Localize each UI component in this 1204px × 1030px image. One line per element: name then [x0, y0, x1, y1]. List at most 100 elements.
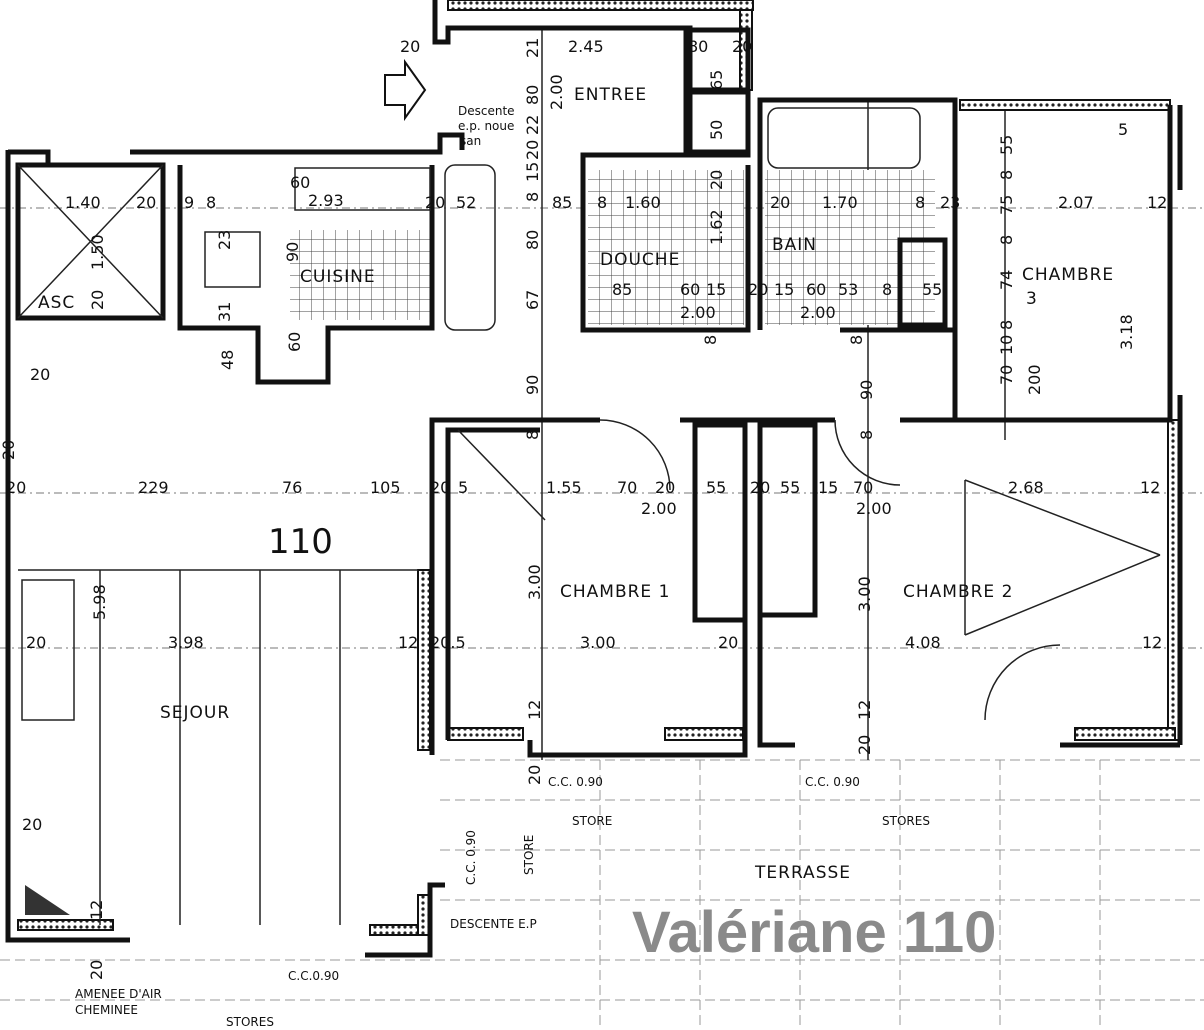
dimension-label: 15 [818, 478, 838, 497]
terrace-grid [0, 759, 1204, 1030]
dimension-label: 105 [370, 478, 401, 497]
dimension-label: 60 [806, 280, 826, 299]
dimension-label: 20 [88, 290, 107, 310]
dimension-label: 55 [922, 280, 942, 299]
note-store-1: STORE [572, 814, 612, 828]
dimension-label: 8 [997, 320, 1016, 330]
dimension-label: 5 [1118, 120, 1128, 139]
dimension-label: 22 [523, 115, 542, 135]
hatched-walls [17, 0, 1181, 936]
dimension-label: 5 [458, 478, 468, 497]
dimension-label: 20 [750, 478, 770, 497]
dimension-label: 52 [456, 193, 476, 212]
dimension-label: 60 [290, 173, 310, 192]
dimension-label: 1.62 [707, 209, 726, 245]
dimension-label: 8 [847, 335, 866, 345]
dimension-label: 12 [855, 700, 874, 720]
apartment-number: 110 [268, 522, 333, 562]
dimension-label: 20 [6, 478, 26, 497]
room-label-cuisine: CUISINE [300, 267, 376, 287]
dimension-label: 8 [857, 430, 876, 440]
dimension-label: 20 [707, 170, 726, 190]
dimension-label: 2.45 [568, 37, 604, 56]
dimension-label: 8 [701, 335, 720, 345]
dimension-label: 8 [523, 192, 542, 202]
note-descente-3: san [460, 134, 481, 148]
room-label-chambre3-a: CHAMBRE [1022, 265, 1114, 285]
dimension-label: 8 [882, 280, 892, 299]
note-stores-1: STORES [882, 814, 930, 828]
dimension-label: 85 [552, 193, 572, 212]
dimension-label: 10 [997, 335, 1016, 355]
dimension-label: 8 [915, 193, 925, 212]
dimension-label: 70 [617, 478, 637, 497]
dimension-label: 12 [1140, 478, 1160, 497]
dimension-label: 23 [940, 193, 960, 212]
dimension-label: 90 [523, 375, 542, 395]
dimension-label: 12 [1142, 633, 1162, 652]
dimension-label: 8 [206, 193, 216, 212]
dimension-label: 15 [706, 280, 726, 299]
dimension-label: 65 [707, 70, 726, 90]
dimension-label: 55 [997, 135, 1016, 155]
dimension-label: 23 [215, 230, 234, 250]
dimension-label: 80 [688, 37, 708, 56]
room-label-entree: ENTREE [574, 85, 647, 105]
dimension-label: 80 [523, 230, 542, 250]
dimension-label: 20.5 [430, 633, 466, 652]
bain-tiles [765, 170, 935, 325]
dimension-label: 8 [523, 430, 542, 440]
dimension-label: 3.00 [580, 633, 616, 652]
dimension-label: 20 [855, 735, 874, 755]
cuisine-tiles [290, 230, 430, 320]
dimension-label: 60 [285, 332, 304, 352]
note-cc-4: C.C. 0.90 [464, 830, 478, 885]
dimension-label: 21 [523, 38, 542, 58]
room-label-chambre2: CHAMBRE 2 [903, 582, 1013, 602]
note-cc-1: C.C. 0.90 [548, 775, 603, 789]
dimension-label: 2.68 [1008, 478, 1044, 497]
dimension-label: 20 [748, 280, 768, 299]
note-descente-1: Descente [458, 104, 515, 118]
dimension-label: 20 [718, 633, 738, 652]
note-amenee-1: AMENEE D'AIR [75, 987, 162, 1001]
dimension-label: 53 [838, 280, 858, 299]
room-label-chambre3-b: 3 [1026, 289, 1038, 309]
note-descente-2: e.p. noue [458, 119, 514, 133]
dimension-label: 2.00 [856, 499, 892, 518]
dimension-label: 20 [525, 765, 544, 785]
note-amenee-2: CHEMINEE [75, 1003, 138, 1017]
dimension-label: 2.00 [641, 499, 677, 518]
dimension-label: 2.93 [308, 191, 344, 210]
dimension-label: 76 [282, 478, 302, 497]
dimension-label: 20 [136, 193, 156, 212]
dimension-label: 70 [853, 478, 873, 497]
dimension-label: 20 [87, 960, 106, 980]
dimension-label: 90 [283, 242, 302, 262]
dimension-label: 20 [30, 365, 50, 384]
dimension-label: 12 [525, 700, 544, 720]
dimension-label: 85 [612, 280, 632, 299]
dimension-label: 75 [997, 195, 1016, 215]
dimension-label: 8 [997, 170, 1016, 180]
dimension-label: 8 [997, 235, 1016, 245]
note-cc-3: C.C.0.90 [288, 969, 339, 983]
dimension-label: 3.00 [855, 576, 874, 612]
dimension-label: 20 [655, 478, 675, 497]
dimension-label: 12 [87, 900, 106, 920]
dimension-label: 20 [0, 440, 18, 460]
dimension-label: 20 [400, 37, 420, 56]
dimension-label: 2.00 [680, 303, 716, 322]
dimension-label: 12 [1147, 193, 1167, 212]
note-store-2: STORE [522, 835, 536, 875]
dimension-label: 20 [732, 37, 752, 56]
dimension-label: 3.00 [525, 564, 544, 600]
dimension-label: 5.98 [90, 584, 109, 620]
dimension-label: 20 [425, 193, 445, 212]
dimension-label: 1.70 [822, 193, 858, 212]
dimension-label: 50 [707, 120, 726, 140]
dimension-label: 1.40 [65, 193, 101, 212]
room-label-sejour: SEJOUR [160, 703, 230, 723]
note-cc-2: C.C. 0.90 [805, 775, 860, 789]
dimension-label: 31 [215, 302, 234, 322]
